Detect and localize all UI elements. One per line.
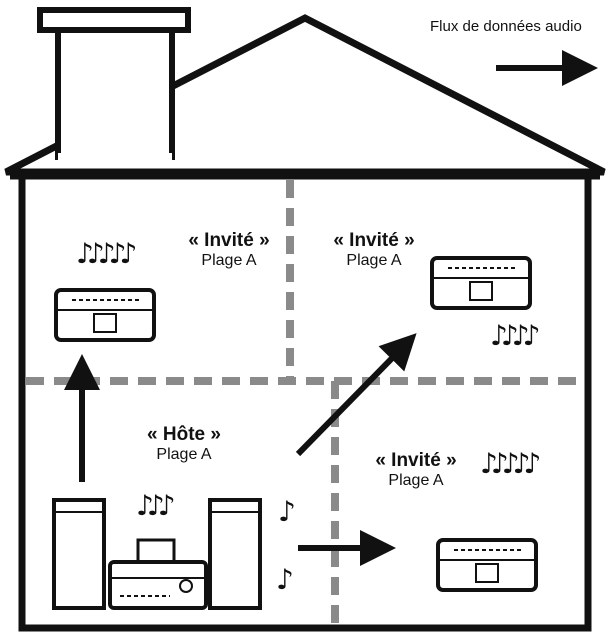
guest-unit-top-left-icon (54, 288, 156, 342)
host-stereo-system-icon (52, 498, 262, 610)
zone-label: Plage A (156, 445, 212, 463)
legend-label: Flux de données audio (430, 18, 582, 35)
music-note-icon: ♪♪♪♪♪ (480, 447, 541, 480)
music-note-icon: ♪♪♪♪♪ (76, 237, 137, 270)
role-label: « Hôte » (147, 424, 221, 445)
chimney-front-icon (37, 7, 191, 161)
zone-label: Plage A (388, 471, 444, 489)
music-note-icon: ♪ (278, 495, 296, 528)
role-label: « Invité » (188, 230, 270, 251)
left-speaker-icon (52, 498, 106, 610)
music-note-icon: ♪♪♪♪ (490, 319, 540, 352)
room-label-host: « Hôte » Plage A (120, 424, 248, 464)
guest-unit-top-right-icon (430, 256, 532, 310)
role-label: « Invité » (375, 450, 457, 471)
room-label-guest-top-right: « Invité » Plage A (310, 230, 438, 270)
room-label-guest-top-left: « Invité » Plage A (165, 230, 293, 270)
room-label-guest-bottom-right: « Invité » Plage A (352, 450, 480, 490)
music-note-icon: ♪♪♪ (136, 489, 176, 522)
guest-unit-bottom-right-icon (436, 538, 538, 592)
role-label: « Invité » (333, 230, 415, 251)
music-note-icon: ♪ (276, 563, 294, 596)
arrow-diagonal-icon (295, 333, 417, 457)
right-speaker-icon (208, 498, 262, 610)
zone-label: Plage A (201, 251, 257, 269)
flow-arrows (64, 333, 417, 566)
zone-label: Plage A (346, 251, 402, 269)
room-dividers (26, 180, 584, 624)
